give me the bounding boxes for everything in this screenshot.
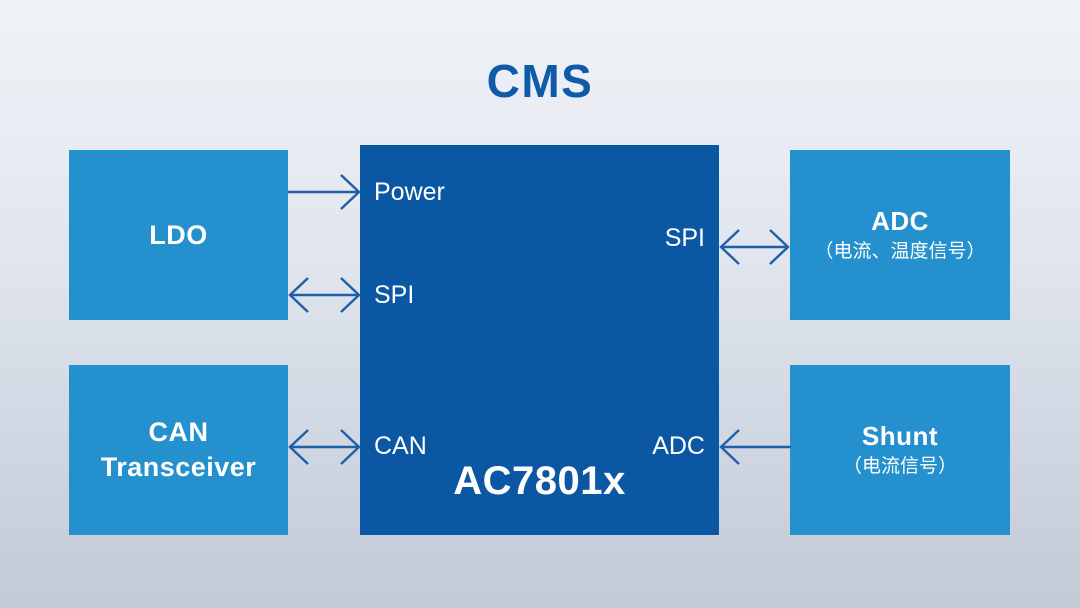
block-ldo-title: LDO [149, 219, 208, 250]
mcu-port-power: Power [374, 178, 445, 206]
mcu-port-can-left: CAN [374, 432, 427, 460]
block-can-transceiver-title-line2: Transceiver [100, 452, 257, 482]
block-shunt[interactable]: Shunt （电流信号） [790, 365, 1010, 535]
mcu-port-adc-right: ADC [652, 432, 705, 460]
mcu-port-spi-right: SPI [664, 224, 705, 252]
block-adc-title: ADC [871, 206, 929, 236]
connector-ldo-to-power-arrow [288, 174, 361, 210]
connector-ldo-to-spi-arrow [288, 277, 361, 313]
connector-can-transceiver-to-can-arrow [288, 429, 361, 465]
connector-spi-to-adc-arrow [719, 229, 790, 265]
block-can-transceiver[interactable]: CAN Transceiver [69, 365, 288, 535]
block-can-transceiver-title-line1: CAN [148, 417, 209, 447]
connector-shunt-to-adc-arrow [719, 429, 791, 465]
mcu-port-spi-left: SPI [374, 281, 415, 309]
block-shunt-title: Shunt [861, 421, 939, 451]
block-ldo[interactable]: LDO [69, 150, 288, 320]
block-adc-subtitle: （电流、温度信号） [814, 241, 986, 262]
block-adc[interactable]: ADC （电流、温度信号） [790, 150, 1010, 320]
page-title: CMS [486, 55, 594, 107]
block-shunt-subtitle: （电流信号） [842, 456, 957, 477]
mcu-part-number: AC7801x [453, 459, 626, 503]
block-mcu[interactable]: Power SPI CAN SPI ADC AC7801x [360, 145, 719, 535]
